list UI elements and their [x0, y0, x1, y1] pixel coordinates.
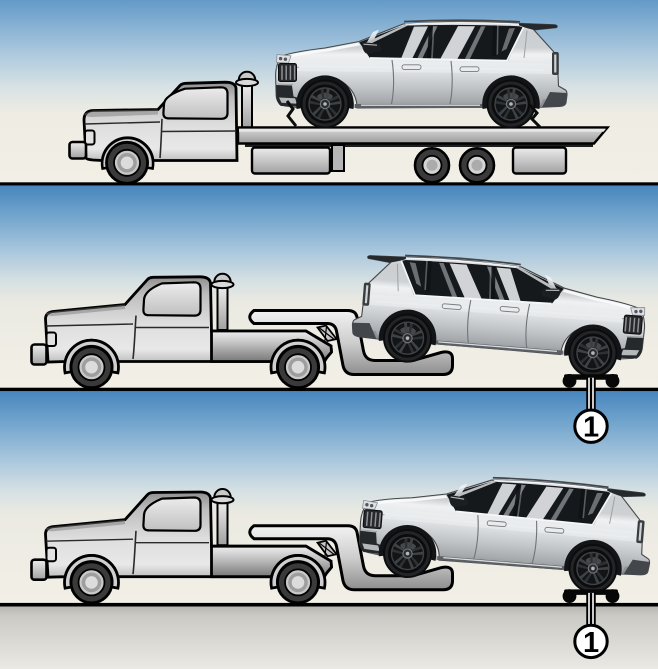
- callout-circle: [573, 408, 609, 444]
- flatbed-front-bumper: [68, 140, 88, 160]
- flatbed-headlight: [84, 129, 96, 146]
- flatbed-cab-window: [162, 86, 229, 120]
- underdeck-box: [250, 146, 332, 175]
- panel-flatbed-towing: [68, 20, 611, 185]
- panel1-ground-line: [0, 182, 658, 186]
- panel-tow-rear-raised: 1: [32, 250, 649, 444]
- panel3-ground-line: [0, 602, 658, 607]
- dolly-callout-panel3: 1: [562, 589, 620, 660]
- callout-circle: [573, 623, 609, 660]
- flatbed-tow-truck: [68, 70, 611, 185]
- flatbed-deck: [236, 126, 611, 145]
- flatbed-rear-wheel-2: [458, 147, 496, 184]
- flatbed-front-wheel: [105, 140, 149, 185]
- callout-label-panel2: 1: [583, 412, 599, 444]
- panel-tow-front-raised: 1: [32, 466, 656, 660]
- dolly-callout-panel2: 1: [562, 374, 620, 444]
- panel2-ground-line: [0, 387, 658, 392]
- underdeck-box2: [511, 146, 568, 175]
- panel3-ground: [0, 606, 658, 669]
- flatbed-rear-wheel-1: [413, 147, 451, 184]
- tie-down-chains: [285, 100, 542, 129]
- callout-label-panel3: 1: [583, 627, 599, 659]
